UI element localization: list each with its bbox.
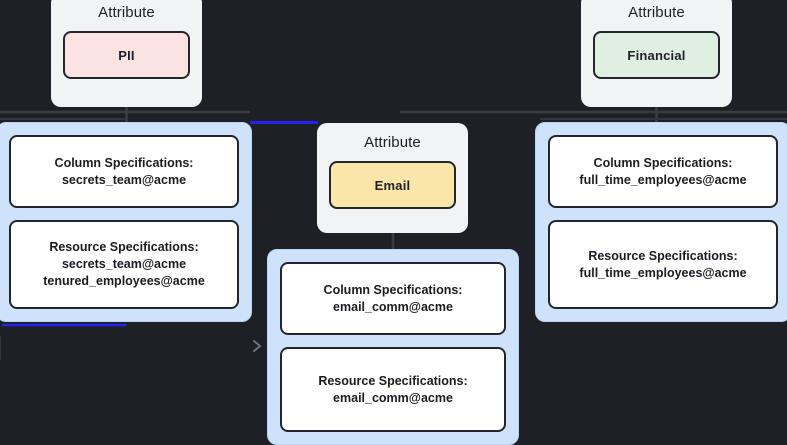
spec-heading: Column Specifications:: [54, 155, 194, 170]
spec-box-column-specifications[interactable]: Column Specifications: secrets_team@acme: [9, 135, 239, 208]
spec-entry: full_time_employees@acme: [579, 172, 747, 187]
attribute-card-title: Attribute: [364, 134, 421, 151]
spec-entry: email_comm@acme: [333, 299, 453, 314]
attribute-card-title: Attribute: [628, 4, 685, 21]
spec-group-email-comm[interactable]: Column Specifications: email_comm@acme R…: [267, 249, 519, 445]
spec-heading: Resource Specifications:: [318, 373, 468, 388]
spec-entry: secrets_team@acme: [61, 172, 187, 187]
attribute-chip-email[interactable]: Email: [329, 161, 456, 209]
spec-box-resource-specifications[interactable]: Resource Specifications: full_time_emplo…: [548, 220, 778, 309]
attribute-card-title: Attribute: [98, 4, 155, 21]
spec-entry: email_comm@acme: [333, 390, 453, 405]
spec-heading: Resource Specifications:: [588, 248, 738, 263]
edge-secrets-team-to-email-comm-arrowhead: [253, 340, 261, 352]
spec-entry: full_time_employees@acme: [579, 265, 747, 280]
attribute-chip-financial[interactable]: Financial: [593, 31, 720, 79]
spec-box-resource-specifications[interactable]: Resource Specifications: secrets_team@ac…: [9, 220, 239, 309]
spec-heading: Resource Specifications:: [49, 240, 199, 254]
spec-box-resource-specifications[interactable]: Resource Specifications: email_comm@acme: [280, 347, 506, 432]
spec-heading: Column Specifications:: [323, 282, 463, 297]
spec-box-column-specifications[interactable]: Column Specifications: email_comm@acme: [280, 262, 506, 335]
attribute-card-email[interactable]: Attribute Email: [317, 123, 468, 233]
spec-entry: secrets_team@acme: [61, 257, 187, 271]
attribute-chip-pii[interactable]: PII: [63, 31, 190, 79]
spec-box-column-specifications[interactable]: Column Specifications: full_time_employe…: [548, 135, 778, 208]
spec-group-secrets-team[interactable]: Column Specifications: secrets_team@acme…: [0, 122, 252, 322]
attribute-card-pii[interactable]: Attribute PII: [51, 0, 202, 107]
attribute-card-financial[interactable]: Attribute Financial: [581, 0, 732, 107]
spec-entry: tenured_employees@acme: [43, 274, 205, 288]
spec-heading: Column Specifications:: [593, 155, 733, 170]
spec-group-full-time-employees[interactable]: Column Specifications: full_time_employe…: [535, 122, 787, 322]
